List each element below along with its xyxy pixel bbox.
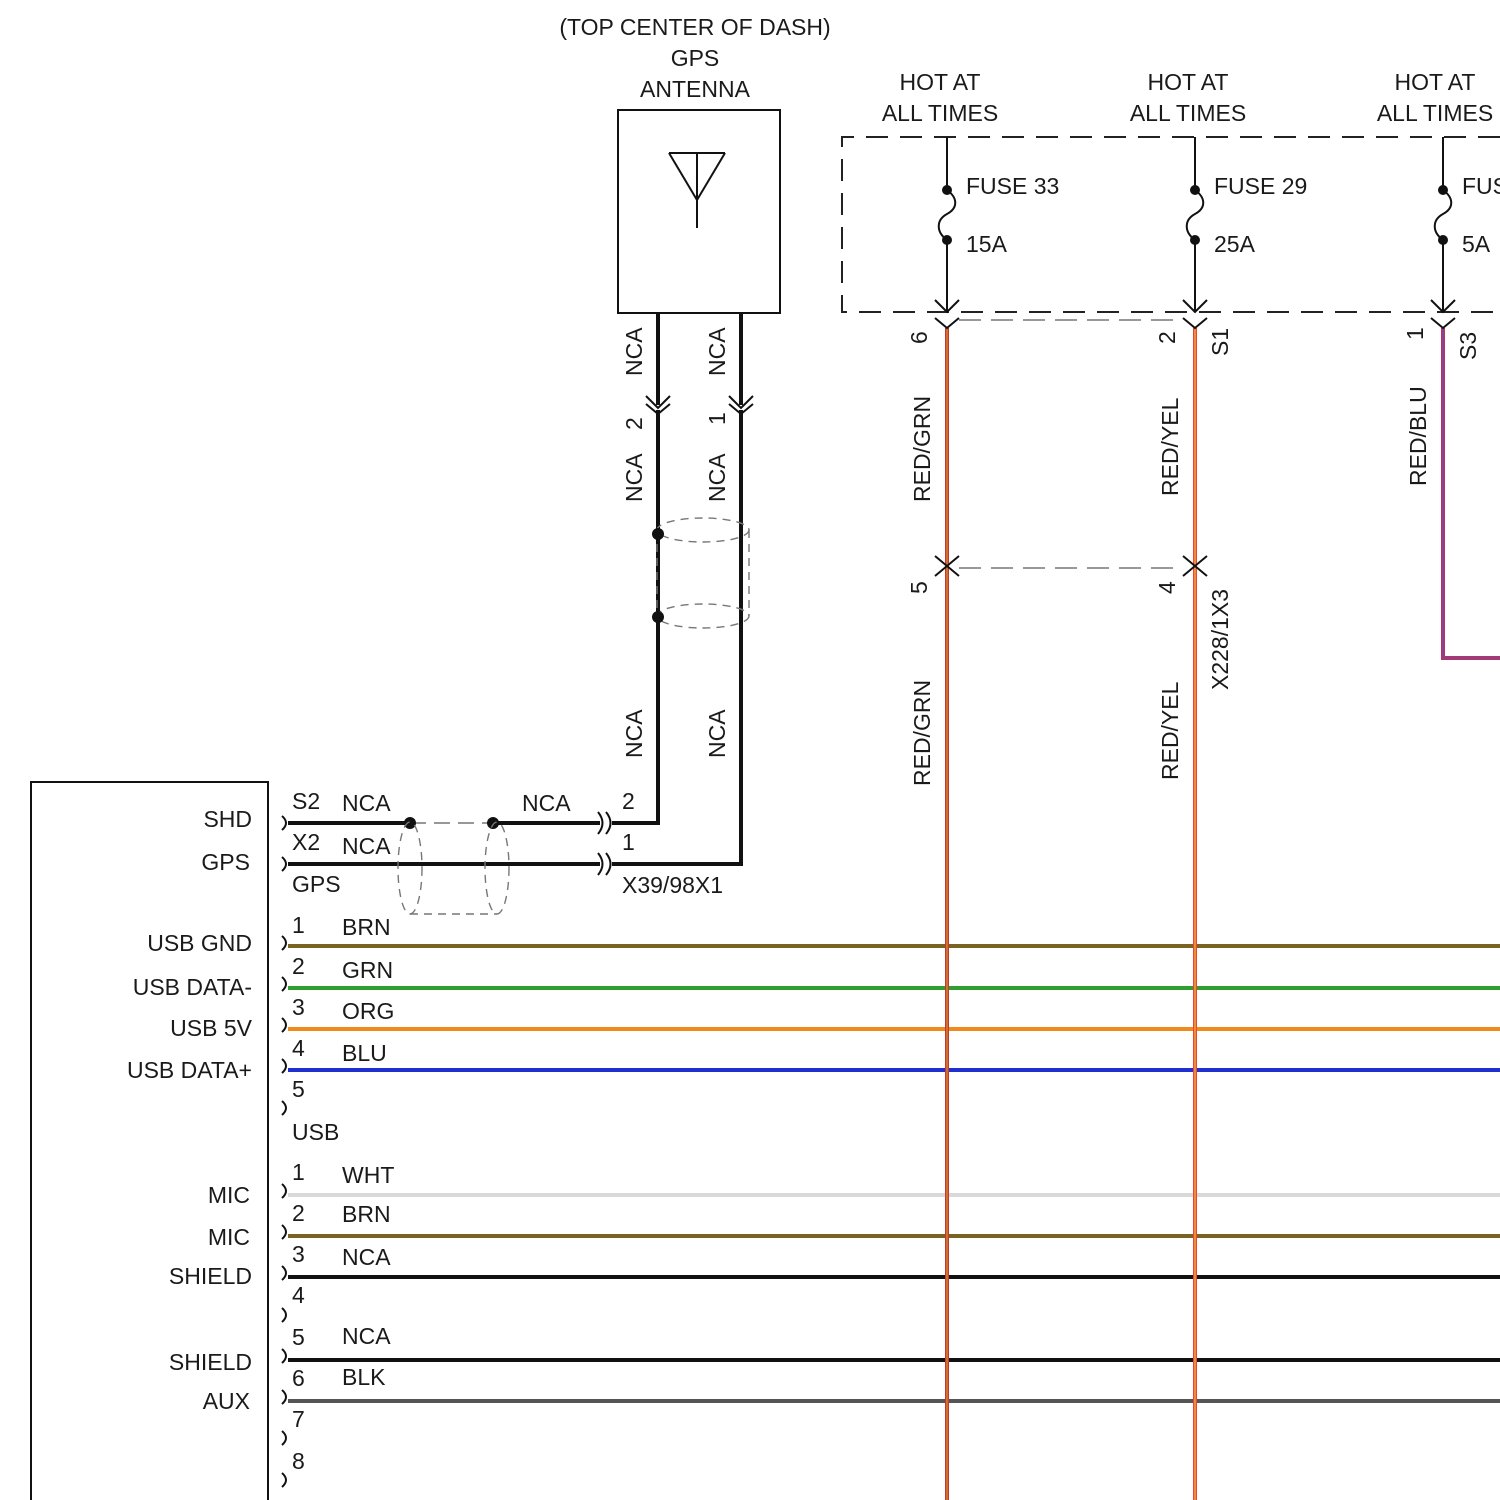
gps-wire-color-shd: NCA xyxy=(342,790,391,816)
gps-pin-number-x2: X2 xyxy=(292,829,320,855)
feed-2-lower-pin: 4 xyxy=(1154,581,1180,594)
feed-2-fuse-name: FUSE 29 xyxy=(1214,173,1307,199)
feed-1-pin: 6 xyxy=(906,331,932,344)
aux-pin-number-7: 7 xyxy=(292,1406,305,1432)
feed-3-fuse-name: FUS xyxy=(1462,173,1500,199)
aux-pin-number-4: 4 xyxy=(292,1282,305,1308)
feed-3-pin: 1 xyxy=(1402,327,1428,340)
gps-pin-label-gps: GPS xyxy=(201,849,250,875)
power-feed-1: HOT AT ALL TIMES FUSE 33 15A xyxy=(882,69,1059,312)
connector-s3-label: S3 xyxy=(1455,332,1481,360)
aux-pin-number-8: 8 xyxy=(292,1448,305,1474)
module-gps-block: SHD GPS S2 X2 NCA NCA GPS NCA 2 1 X39/98… xyxy=(201,788,723,914)
feed-3-line2: ALL TIMES xyxy=(1377,100,1493,126)
aux-pin-number-5: 5 xyxy=(292,1324,305,1350)
antenna-pin-left: 2 xyxy=(621,417,647,430)
usb-pin-number-5: 5 xyxy=(292,1076,305,1102)
gps-wire-color-gps: NCA xyxy=(342,833,391,859)
aux-pin-number-2: 2 xyxy=(292,1200,305,1226)
feed-2-line1: HOT AT xyxy=(1148,69,1229,95)
aux-pin-number-3: 3 xyxy=(292,1241,305,1267)
connector-x228-row: 5 4 X228/1X3 RED/GRN RED/YEL xyxy=(906,556,1233,786)
usb-pin-number-3: 3 xyxy=(292,994,305,1020)
feed-1-rating: 15A xyxy=(966,231,1008,257)
usb-wire-color-2: GRN xyxy=(342,957,393,983)
fuse-29-icon xyxy=(1187,190,1204,240)
gps-antenna-group: (TOP CENTER OF DASH) GPS ANTENNA NCA NCA… xyxy=(559,14,830,864)
feed-1-wire-color: RED/GRN xyxy=(909,396,935,502)
connector-s1-label: S1 xyxy=(1207,328,1233,356)
antenna-upper-color-left: NCA xyxy=(621,327,647,376)
usb-pin-label-3: USB 5V xyxy=(170,1015,252,1041)
antenna-name-line2: ANTENNA xyxy=(640,76,751,102)
aux-pin-number-1: 1 xyxy=(292,1159,305,1185)
feed-1-line1: HOT AT xyxy=(900,69,981,95)
aux-wire-color-3: NCA xyxy=(342,1244,391,1270)
antenna-box xyxy=(618,110,780,313)
usb-pin-label-1: USB GND xyxy=(147,930,252,956)
feed-2-line2: ALL TIMES xyxy=(1130,100,1246,126)
connector-x228-label: X228/1X3 xyxy=(1207,589,1233,690)
feed-3-wire-color: RED/BLU xyxy=(1405,386,1431,486)
feed-1-fuse-name: FUSE 33 xyxy=(966,173,1059,199)
feed-1-line2: ALL TIMES xyxy=(882,100,998,126)
fuse-icon xyxy=(1435,190,1452,240)
gps-right-wire-color: NCA xyxy=(522,790,571,816)
gps-inline-pin-bottom: 1 xyxy=(622,829,635,855)
antenna-pin-right: 1 xyxy=(704,412,730,425)
gps-inline-pin-top: 2 xyxy=(622,788,635,814)
aux-pin-label-2: MIC xyxy=(208,1224,250,1250)
feed-3-rating: 5A xyxy=(1462,231,1491,257)
antenna-wire-right xyxy=(612,313,741,864)
usb-pin-number-1: 1 xyxy=(292,912,305,938)
aux-pin-label-6: AUX xyxy=(203,1388,250,1414)
aux-wire-color-2: BRN xyxy=(342,1201,391,1227)
aux-pin-label-5: SHIELD xyxy=(169,1349,252,1375)
aux-pin-number-6: 6 xyxy=(292,1365,305,1391)
gps-pin-label-shd: SHD xyxy=(203,806,252,832)
fuse-33-icon xyxy=(939,190,956,240)
aux-wire-color-1: WHT xyxy=(342,1162,394,1188)
antenna-lower-color-right: NCA xyxy=(704,453,730,502)
antenna-lower-color-left: NCA xyxy=(621,453,647,502)
feed-2-lower-wire-color: RED/YEL xyxy=(1157,681,1183,780)
antenna-symbol-icon xyxy=(669,153,725,228)
usb-pin-number-2: 2 xyxy=(292,953,305,979)
usb-wire-color-4: BLU xyxy=(342,1040,387,1066)
usb-pin-label-2: USB DATA- xyxy=(133,974,252,1000)
aux-pin-label-3: SHIELD xyxy=(169,1263,252,1289)
usb-wire-color-3: ORG xyxy=(342,998,394,1024)
feed-2-rating: 25A xyxy=(1214,231,1256,257)
gps-pin-number-s2: S2 xyxy=(292,788,320,814)
antenna-name-line1: GPS xyxy=(671,45,720,71)
wire-red-blu xyxy=(1443,328,1500,658)
power-feed-2: HOT AT ALL TIMES FUSE 29 25A xyxy=(1130,69,1307,312)
feed-2-wire-color: RED/YEL xyxy=(1157,397,1183,496)
usb-pin-label-4: USB DATA+ xyxy=(127,1057,252,1083)
feed-3-line1: HOT AT xyxy=(1395,69,1476,95)
module-usb-block: USB GND USB DATA- USB 5V USB DATA+ 1 2 3… xyxy=(127,912,1500,1145)
coax-shield-symbol xyxy=(652,518,749,628)
module-aux-block: MIC MIC SHIELD SHIELD AUX 1 2 3 4 5 6 7 … xyxy=(169,1159,1500,1487)
feed-2-pin: 2 xyxy=(1154,331,1180,344)
feed-1-lower-wire-color: RED/GRN xyxy=(909,680,935,786)
usb-connector-label: USB xyxy=(292,1119,339,1145)
antenna-bottom-color-left: NCA xyxy=(621,709,647,758)
aux-pin-label-1: MIC xyxy=(208,1182,250,1208)
usb-pin-number-4: 4 xyxy=(292,1035,305,1061)
aux-wire-color-6: BLK xyxy=(342,1364,386,1390)
gps-connector-label: GPS xyxy=(292,871,341,897)
gps-inline-connector: X39/98X1 xyxy=(622,872,723,898)
antenna-upper-color-right: NCA xyxy=(704,327,730,376)
antenna-location-label: (TOP CENTER OF DASH) xyxy=(559,14,830,40)
feed-1-lower-pin: 5 xyxy=(906,581,932,594)
usb-wire-color-1: BRN xyxy=(342,914,391,940)
fuse-box-outline xyxy=(842,137,1500,312)
fuse-box-group xyxy=(842,137,1500,312)
aux-wire-color-5: NCA xyxy=(342,1323,391,1349)
antenna-bottom-color-right: NCA xyxy=(704,709,730,758)
power-wires xyxy=(947,328,1500,1500)
power-feed-3: HOT AT ALL TIMES FUS 5A xyxy=(1377,69,1500,312)
